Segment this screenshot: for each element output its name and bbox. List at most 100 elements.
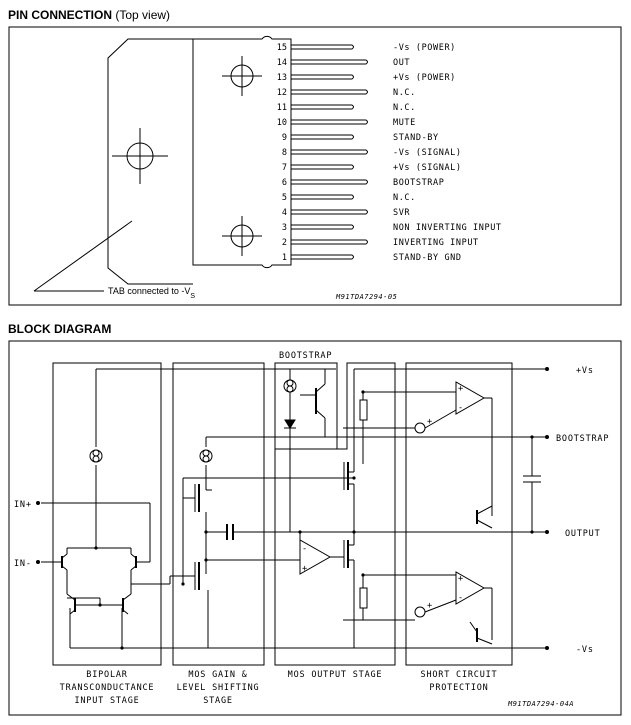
pin-name: STAND-BY [393, 133, 439, 143]
pin-number: 8 [282, 148, 287, 158]
stage-label-input-1: BIPOLAR [86, 670, 128, 680]
pin-row: 14 OUT [277, 58, 410, 68]
pin-name: STAND-BY GND [393, 253, 462, 263]
pin-lead [291, 239, 368, 245]
pin-row: 5 N.C. [282, 193, 416, 203]
svg-text:-: - [458, 403, 463, 413]
pin-name: NON INVERTING INPUT [393, 223, 502, 233]
pin-name: -Vs (SIGNAL) [393, 148, 462, 158]
pin-row: 13 +Vs (POWER) [277, 73, 456, 83]
bootstrap-box-label: BOOTSTRAP [279, 351, 332, 361]
stage-box-protection [405, 362, 513, 666]
pin-row: 8 -Vs (SIGNAL) [282, 148, 462, 158]
pin-connection-frame [8, 26, 622, 306]
stage-label-protection-1: SHORT CIRCUIT [421, 670, 498, 680]
pin-row: 2 INVERTING INPUT [282, 238, 479, 248]
pin-lead [291, 194, 354, 200]
pin-lead [291, 224, 354, 230]
pin-figure-code: M91TDA7294-05 [335, 293, 397, 301]
sense-resistor-top [359, 399, 368, 421]
stage-box-gain [172, 362, 265, 666]
stage-label-protection-2: PROTECTION [429, 683, 488, 693]
pin-lead [291, 179, 368, 185]
block-figure-code: M91TDA7294-04A [507, 700, 574, 708]
pin-name: N.C. [393, 88, 416, 98]
pin-number: 12 [277, 88, 287, 98]
block-diagram-frame [8, 340, 622, 716]
svg-text:+: + [458, 574, 463, 584]
pin-row: 9 STAND-BY [282, 133, 439, 143]
stage-label-gain-2: LEVEL SHIFTING [177, 683, 260, 693]
block-diagram-title: BLOCK DIAGRAM [8, 322, 112, 336]
terminal-output: OUTPUT [565, 529, 601, 539]
protection-opamp-bottom [455, 571, 486, 605]
package-body-outline [192, 35, 292, 269]
package-tab-outline [107, 38, 193, 285]
pin-number: 11 [277, 103, 287, 113]
pin-name: -Vs (POWER) [393, 43, 456, 53]
terminal-in-neg: IN- [14, 559, 32, 569]
stage-box-input [52, 362, 162, 666]
stage-label-input-2: TRANSCONDUCTANCE [60, 683, 155, 693]
protection-opamp-top [455, 381, 486, 415]
pin-lead [291, 209, 368, 215]
sense-resistor-bottom [359, 587, 368, 609]
pin-row: 12 N.C. [277, 88, 416, 98]
svg-text:+: + [302, 564, 307, 574]
svg-text:+: + [458, 384, 463, 394]
pin-row: 4 SVR [282, 208, 410, 218]
stage-label-gain-3: STAGE [203, 696, 233, 706]
pin-name: INVERTING INPUT [393, 238, 479, 248]
pin-row: 11 N.C. [277, 103, 416, 113]
pin-row: 6 BOOTSTRAP [282, 178, 444, 188]
pin-number: 14 [277, 58, 287, 68]
pin-row: 1 STAND-BY GND [282, 253, 462, 263]
stage-label-input-3: INPUT STAGE [74, 696, 139, 706]
output-opamp-symbol [299, 539, 332, 575]
pin-name: N.C. [393, 103, 416, 113]
svg-text:-: - [302, 544, 307, 554]
pin-number: 3 [282, 223, 287, 233]
stage-label-output: MOS OUTPUT STAGE [288, 670, 383, 680]
pin-name: +Vs (POWER) [393, 73, 456, 83]
pin-number: 5 [282, 193, 287, 203]
pin-lead [291, 89, 368, 95]
terminal-bootstrap: BOOTSTRAP [556, 434, 609, 444]
pin-name: N.C. [393, 193, 416, 203]
pin-lead [291, 119, 368, 125]
pin-lead [291, 74, 354, 80]
pin-name: BOOTSTRAP [393, 178, 444, 188]
svg-text:+: + [427, 417, 432, 427]
pin-lead [291, 164, 354, 170]
bootstrap-box [274, 362, 338, 450]
pin-lead [291, 254, 354, 260]
pin-number: 2 [282, 238, 287, 248]
pin-lead [291, 149, 368, 155]
terminal-vs-neg: -Vs [576, 645, 594, 655]
svg-text:+: + [427, 601, 432, 611]
svg-text:-: - [458, 593, 463, 603]
pin-lead [291, 44, 354, 50]
pin-number: 4 [282, 208, 287, 218]
pin-lead [291, 104, 354, 110]
pin-name: SVR [393, 208, 410, 218]
pin-name: +Vs (SIGNAL) [393, 163, 462, 173]
pin-name: OUT [393, 58, 410, 68]
pin-number: 15 [277, 43, 287, 53]
pin-number: 6 [282, 178, 287, 188]
pin-row: 15 -Vs (POWER) [277, 43, 456, 53]
pin-name: MUTE [393, 118, 416, 128]
pin-row: 3 NON INVERTING INPUT [282, 223, 502, 233]
pin-number: 7 [282, 163, 287, 173]
tab-note-leader [33, 220, 133, 292]
stage-label-gain-1: MOS GAIN & [188, 670, 247, 680]
pin-lead [291, 134, 354, 140]
pin-number: 1 [282, 253, 287, 263]
pin-connection-title: PIN CONNECTION (Top view) [8, 8, 171, 22]
tab-note: TAB connected to -VS [108, 286, 195, 300]
pin-number: 13 [277, 73, 287, 83]
pin-number: 9 [282, 133, 287, 143]
